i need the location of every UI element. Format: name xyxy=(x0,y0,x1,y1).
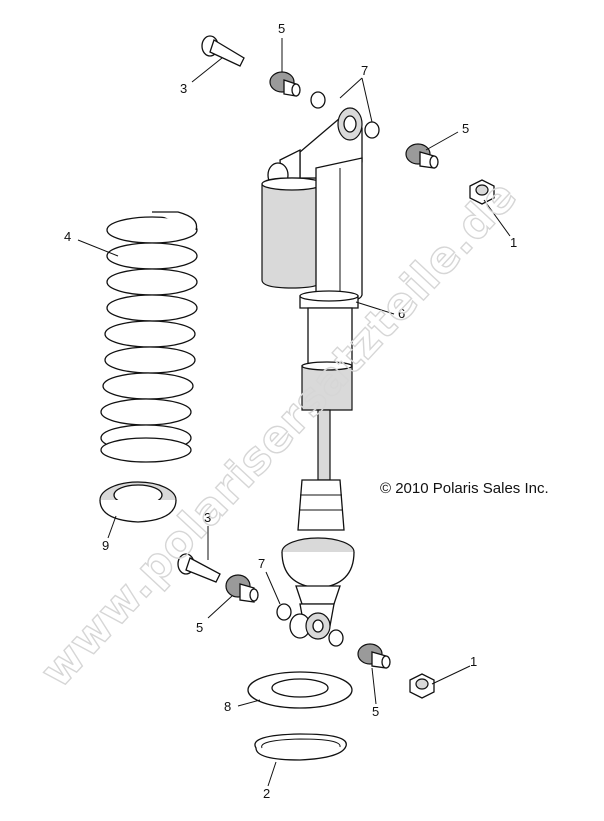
callout-7-top: 7 xyxy=(361,63,368,78)
callout-2: 2 xyxy=(263,786,270,801)
callout-9: 9 xyxy=(102,538,109,553)
callout-3-top: 3 xyxy=(180,81,187,96)
callout-4: 4 xyxy=(64,229,71,244)
washer xyxy=(247,671,353,709)
bushing-left xyxy=(225,574,259,603)
bushing-right xyxy=(405,143,439,169)
callout-5-top: 5 xyxy=(278,21,285,36)
bushing-bottom xyxy=(357,643,391,669)
callout-6: 6 xyxy=(398,306,405,321)
bolt-bottom xyxy=(177,553,221,583)
bolt-top xyxy=(201,35,245,67)
callout-5-right: 5 xyxy=(462,121,469,136)
bushing-top xyxy=(269,71,301,97)
callout-8: 8 xyxy=(224,699,231,714)
callout-3-bottom: 3 xyxy=(204,510,211,525)
callout-1-bottom: 1 xyxy=(470,654,477,669)
spring-retainer xyxy=(99,481,177,523)
o-rings-top xyxy=(310,91,380,139)
o-rings-bottom xyxy=(276,603,344,647)
nut-top xyxy=(469,179,495,205)
circlip xyxy=(254,733,347,761)
coil-spring xyxy=(100,211,198,463)
leader-lines xyxy=(77,38,511,787)
callout-1-top: 1 xyxy=(510,235,517,250)
nut-bottom xyxy=(409,673,435,699)
callout-7-bottom: 7 xyxy=(258,556,265,571)
copyright-notice: © 2010 Polaris Sales Inc. xyxy=(380,480,549,497)
callout-5-bottom: 5 xyxy=(372,704,379,719)
callout-5-left: 5 xyxy=(196,620,203,635)
shock-absorber xyxy=(261,107,363,640)
